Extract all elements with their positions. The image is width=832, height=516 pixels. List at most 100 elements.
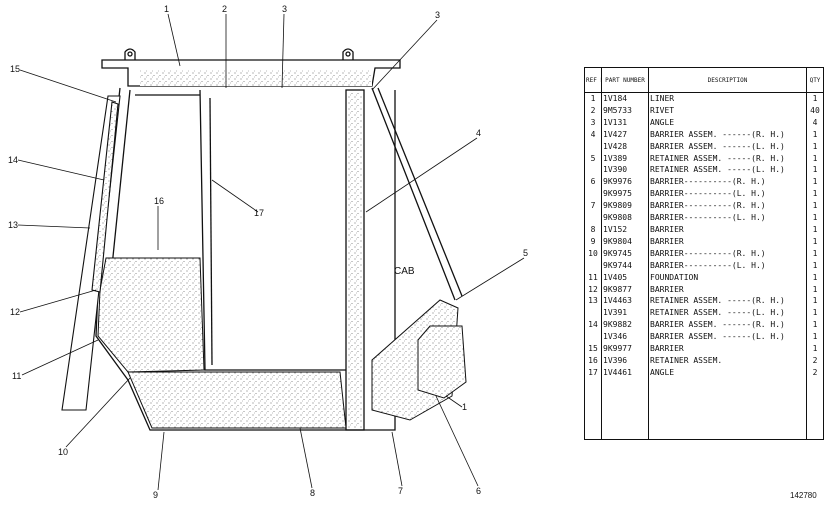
part-number-cell: 1V391 bbox=[601, 307, 649, 320]
ref-cell: 9 bbox=[584, 235, 602, 248]
qty-cell: 40 bbox=[806, 104, 824, 117]
description-cell: BARRIER bbox=[648, 343, 807, 355]
callout-15: 15 bbox=[10, 64, 20, 74]
ref-cell: 10 bbox=[584, 247, 602, 260]
ref-cell bbox=[584, 140, 602, 153]
callout-8: 8 bbox=[310, 488, 315, 498]
qty-cell: 1 bbox=[806, 200, 824, 213]
part-number-cell: 9K9744 bbox=[601, 259, 649, 272]
ref-cell: 1 bbox=[584, 92, 602, 105]
qty-cell: 1 bbox=[806, 247, 824, 260]
part-number-cell: 9K9975 bbox=[601, 188, 649, 201]
ref-cell: 5 bbox=[584, 152, 602, 165]
header-description: DESCRIPTION bbox=[648, 67, 807, 93]
ref-cell: 16 bbox=[584, 354, 602, 367]
ref-cell bbox=[584, 331, 602, 344]
description-cell: RETAINER ASSEM. -----(R. H.) bbox=[648, 152, 807, 165]
qty-cell: 1 bbox=[806, 235, 824, 248]
part-number-cell: 1V184 bbox=[601, 92, 649, 105]
ref-cell: 3 bbox=[584, 116, 602, 129]
part-number-cell: 9K9804 bbox=[601, 235, 649, 248]
callout-9: 9 bbox=[153, 490, 158, 500]
qty-cell: 1 bbox=[806, 283, 824, 296]
part-number-cell: 1V389 bbox=[601, 152, 649, 165]
part-number-cell: 9K9808 bbox=[601, 212, 649, 224]
parts-table-header: REF NO PART NUMBER DESCRIPTION QTY bbox=[584, 67, 824, 93]
ref-cell: 4 bbox=[584, 128, 602, 141]
part-number-cell: 9K9977 bbox=[601, 343, 649, 355]
table-filler-row bbox=[584, 378, 824, 440]
parts-table: REF NO PART NUMBER DESCRIPTION QTY 11V18… bbox=[584, 67, 824, 440]
qty-cell: 1 bbox=[806, 164, 824, 177]
description-cell: RETAINER ASSEM. -----(L. H.) bbox=[648, 164, 807, 177]
ref-cell: 8 bbox=[584, 223, 602, 236]
callout-1: 1 bbox=[462, 402, 467, 412]
qty-cell: 1 bbox=[806, 271, 824, 284]
description-cell: BARRIER bbox=[648, 235, 807, 248]
part-number-cell: 9K9882 bbox=[601, 319, 649, 332]
callout-14: 14 bbox=[8, 155, 18, 165]
empty-cell bbox=[806, 378, 824, 440]
ref-cell bbox=[584, 188, 602, 201]
qty-cell: 1 bbox=[806, 307, 824, 320]
qty-cell: 1 bbox=[806, 212, 824, 224]
ref-cell bbox=[584, 164, 602, 177]
description-cell: BARRIER----------(R. H.) bbox=[648, 247, 807, 260]
empty-cell bbox=[601, 378, 649, 440]
callout-6: 6 bbox=[476, 486, 481, 496]
callout-11: 11 bbox=[12, 371, 21, 381]
qty-cell: 1 bbox=[806, 331, 824, 344]
part-number-cell: 9K9976 bbox=[601, 176, 649, 189]
qty-cell: 1 bbox=[806, 188, 824, 201]
part-number-cell: 1V405 bbox=[601, 271, 649, 284]
part-number-cell: 1V428 bbox=[601, 140, 649, 153]
part-number-cell: 9M5733 bbox=[601, 104, 649, 117]
qty-cell: 1 bbox=[806, 176, 824, 189]
ref-cell bbox=[584, 259, 602, 272]
part-number-cell: 1V131 bbox=[601, 116, 649, 129]
qty-cell: 1 bbox=[806, 223, 824, 236]
description-cell: BARRIER ASSEM. ------(R. H.) bbox=[648, 128, 807, 141]
ref-cell: 7 bbox=[584, 200, 602, 213]
cab-label: CAB bbox=[394, 266, 415, 277]
description-cell: BARRIER bbox=[648, 283, 807, 296]
description-cell: RETAINER ASSEM. bbox=[648, 354, 807, 367]
cab-exploded-diagram: CAB 1 2 3 3 4 5 1 6 7 8 9 10 11 12 bbox=[8, 4, 528, 500]
description-cell: BARRIER ASSEM. ------(R. H.) bbox=[648, 319, 807, 332]
description-cell: LINER bbox=[648, 92, 807, 105]
description-cell: BARRIER----------(L. H.) bbox=[648, 212, 807, 224]
description-cell: BARRIER----------(R. H.) bbox=[648, 200, 807, 213]
part-number-cell: 1V346 bbox=[601, 331, 649, 344]
description-cell: BARRIER----------(L. H.) bbox=[648, 259, 807, 272]
callout-1: 1 bbox=[164, 4, 169, 14]
part-number-cell: 1V4463 bbox=[601, 295, 649, 308]
cab-outline bbox=[95, 48, 463, 431]
qty-cell: 1 bbox=[806, 295, 824, 308]
part-number-cell: 1V152 bbox=[601, 223, 649, 236]
description-cell: ANGLE bbox=[648, 116, 807, 129]
qty-cell: 1 bbox=[806, 128, 824, 141]
empty-cell bbox=[584, 378, 602, 440]
qty-cell: 1 bbox=[806, 343, 824, 355]
part-number-cell: 1V396 bbox=[601, 354, 649, 367]
ref-cell: 2 bbox=[584, 104, 602, 117]
description-cell: BARRIER----------(L. H.) bbox=[648, 188, 807, 201]
part-number-cell: 9K9745 bbox=[601, 247, 649, 260]
